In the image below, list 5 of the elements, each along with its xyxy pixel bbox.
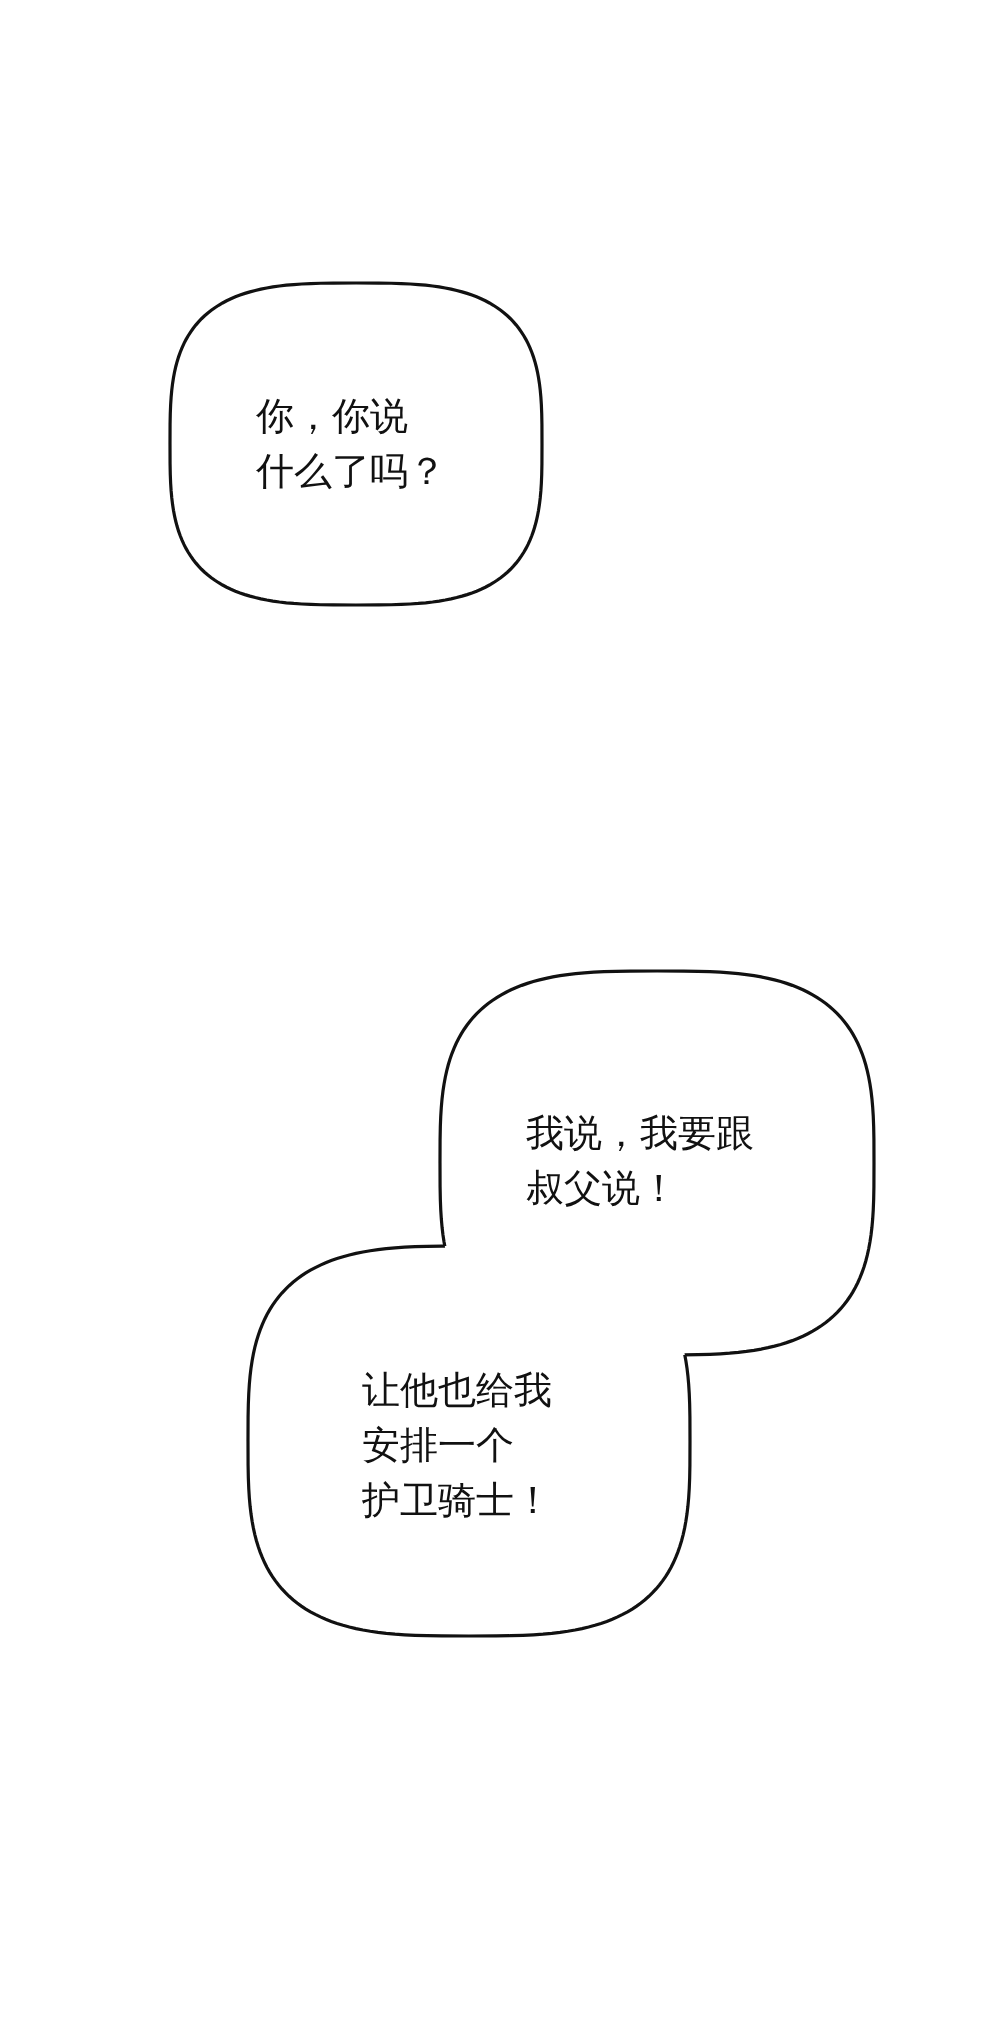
dialogue-text: 让他也给我安排一个护卫骑士！ [362,1367,552,1525]
speech-bubble [168,282,544,606]
dialogue-text: 你，你说什么了吗？ [256,393,446,496]
speech-bubble [248,970,878,1640]
dialogue-text: 我说，我要跟叔父说！ [526,1110,754,1213]
